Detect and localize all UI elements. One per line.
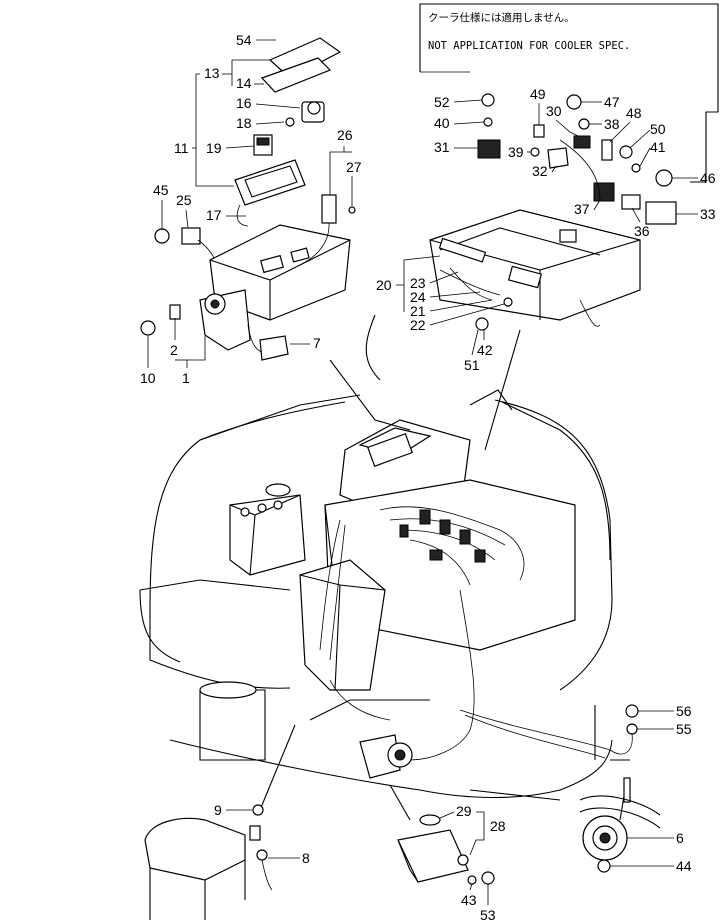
callout-33: 33 — [700, 206, 716, 222]
callout-2: 2 — [170, 342, 178, 358]
callout-30: 30 — [546, 103, 562, 119]
machine-body — [139, 389, 613, 799]
callout-40: 40 — [434, 115, 450, 131]
callout-56: 56 — [676, 703, 692, 719]
callout-53: 53 — [480, 907, 496, 922]
callout-23: 23 — [410, 275, 426, 291]
callout-41: 41 — [650, 139, 666, 155]
callout-32: 32 — [532, 163, 548, 179]
callout-50: 50 — [650, 121, 666, 137]
callout-36: 36 — [634, 223, 650, 239]
callout-48: 48 — [626, 105, 642, 121]
bottom-right-horn — [579, 704, 661, 873]
note-english: NOT APPLICATION FOR COOLER SPEC. — [428, 40, 631, 52]
callout-19: 19 — [206, 140, 222, 156]
callout-24: 24 — [410, 289, 426, 305]
callout-16: 16 — [236, 95, 252, 111]
callout-1: 1 — [182, 370, 190, 386]
callout-29: 29 — [456, 803, 472, 819]
callout-7: 7 — [313, 335, 321, 351]
cooler-assembly — [429, 93, 677, 331]
callout-22: 22 — [410, 317, 426, 333]
callout-31: 31 — [434, 139, 450, 155]
zoom-leaders — [259, 314, 630, 821]
callout-27: 27 — [346, 159, 362, 175]
bottom-left-box — [144, 804, 273, 920]
callout-17: 17 — [206, 207, 222, 223]
callout-46: 46 — [700, 170, 716, 186]
cooler-spec-note: クーラ仕様には適用しません。 NOT APPLICATION FOR COOLE… — [418, 4, 718, 70]
note-box-outline — [419, 3, 719, 183]
callout-43: 43 — [461, 892, 477, 908]
callout-52: 52 — [434, 94, 450, 110]
callout-37: 37 — [574, 201, 590, 217]
callout-8: 8 — [302, 850, 310, 866]
callout-14: 14 — [236, 75, 252, 91]
callout-44: 44 — [676, 858, 692, 874]
callout-21: 21 — [410, 303, 426, 319]
callout-38: 38 — [604, 116, 620, 132]
callout-51: 51 — [464, 357, 480, 373]
callout-42: 42 — [477, 342, 493, 358]
callout-18: 18 — [236, 115, 252, 131]
callout-13: 13 — [204, 65, 220, 81]
bottom-center-lamp — [397, 814, 495, 885]
callout-47: 47 — [604, 94, 620, 110]
callout-labels: 54 13 14 16 18 11 19 17 45 25 26 27 — [140, 32, 716, 922]
callout-25: 25 — [176, 192, 192, 208]
callout-45: 45 — [153, 182, 169, 198]
callout-9: 9 — [214, 802, 222, 818]
callout-28: 28 — [490, 818, 506, 834]
console-assembly — [140, 37, 356, 361]
note-japanese: クーラ仕様には適用しません。 — [428, 12, 575, 24]
callout-10: 10 — [140, 370, 156, 386]
callout-55: 55 — [676, 721, 692, 737]
callout-6: 6 — [676, 830, 684, 846]
callout-54: 54 — [236, 32, 252, 48]
callout-49: 49 — [530, 86, 546, 102]
callout-26: 26 — [337, 127, 353, 143]
callout-39: 39 — [508, 144, 524, 160]
callout-11: 11 — [174, 140, 189, 156]
callout-20: 20 — [376, 277, 392, 293]
